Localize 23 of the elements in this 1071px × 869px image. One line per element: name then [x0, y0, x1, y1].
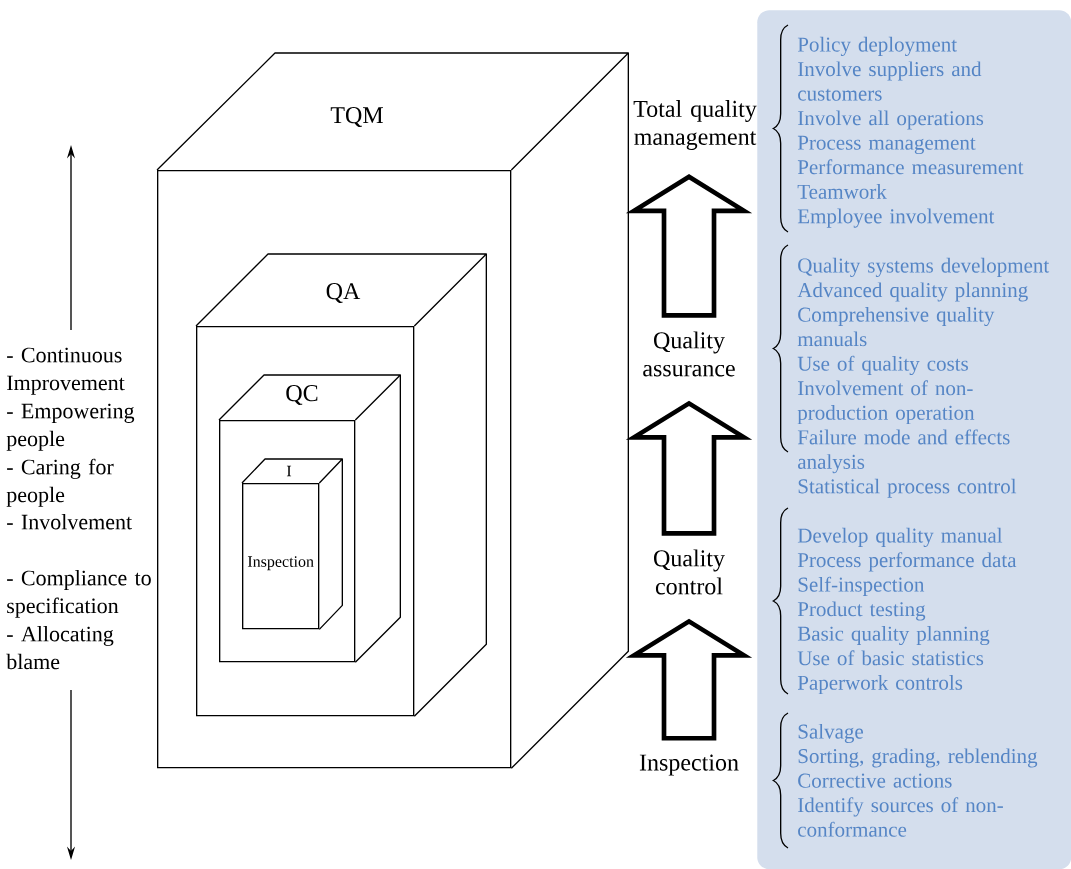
list-item: - Caring for people [6, 458, 114, 507]
stage-label: Total quality management [633, 100, 757, 150]
list-item: - Compliance to specification [7, 569, 151, 618]
node-label: QC [286, 385, 318, 405]
block-arrow [625, 400, 753, 536]
list-item: - Involvement [7, 513, 132, 530]
block-arrow [625, 174, 753, 318]
list-item: - Continuous Improvement [7, 347, 125, 395]
brace-list: Salvage Sorting, grading, reblending Corrective actions Identify sources of non-conformance [772, 712, 1038, 849]
cuboid: I Inspection [241, 458, 343, 630]
node-label: TQM [330, 107, 383, 127]
list-item: - Empowering people [6, 403, 135, 451]
stage-label: Inspection [639, 754, 739, 776]
stage-label: Quality assurance [643, 331, 735, 377]
node-label: QA [326, 283, 361, 303]
brace-list: Policy deployment Involve suppliers and customers Involve all operations Process management Performance measurement Teamwork Employee involvement [772, 24, 1024, 233]
list-item: - Allocating blame [6, 625, 114, 670]
stage-label: Quality control [654, 549, 725, 595]
brace-list: Quality systems development Advanced quality planning Comprehensive quality manuals Use of quality costs Involvement of non-production operation Failure mode and effects analysis Statistical process control [772, 244, 1050, 498]
panel [757, 10, 1071, 869]
node-label: I [286, 465, 292, 477]
block-arrow [625, 618, 753, 741]
brace-list: Develop quality manual Process performance data Self-inspection Product testing Basic quality planning Use of basic statistics Paperwork controls [772, 507, 1017, 695]
